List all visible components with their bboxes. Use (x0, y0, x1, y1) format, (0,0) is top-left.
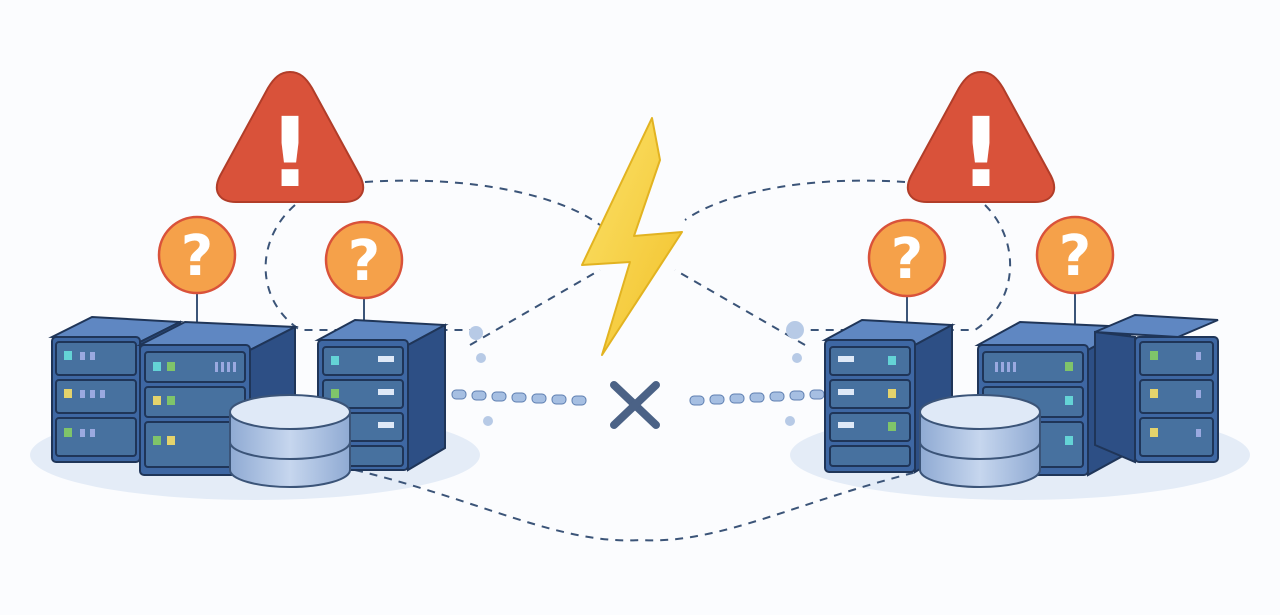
broken-link-chain (451, 389, 825, 406)
left-question-bubble-1: ? (157, 215, 237, 295)
warning-glyph: ! (959, 97, 1003, 209)
lightning-bolt-icon (581, 117, 683, 356)
warning-glyph: ! (268, 97, 312, 209)
right-server-rack-3 (1094, 313, 1219, 464)
link-dots (469, 321, 804, 426)
dashed-links (264, 179, 1012, 542)
right-question-bubble-1: ? (867, 218, 947, 298)
right-cluster: ! ? ? (821, 70, 1219, 488)
left-warning-triangle-icon: ! (215, 70, 365, 209)
left-loop (264, 204, 470, 331)
left-cluster: ! ? ? (48, 70, 449, 488)
diag-left-up (469, 269, 601, 346)
right-database-disk-icon (919, 394, 1041, 488)
question-mark-icon: ? (891, 227, 923, 292)
left-rack-2-leds (153, 362, 236, 445)
question-mark-icon: ? (181, 224, 213, 289)
right-rack-3-leds (1150, 351, 1201, 437)
left-server-rack-3 (314, 318, 449, 472)
left-question-bubble-2: ? (324, 220, 404, 300)
diag-right-up (674, 269, 806, 346)
right-question-bubble-2: ? (1035, 215, 1115, 295)
top-arc-left (364, 179, 601, 226)
bottom-arc (354, 469, 926, 542)
cross-icon (610, 381, 660, 429)
left-rack-1-leds (64, 351, 105, 437)
right-rack-1-leds (838, 356, 896, 431)
right-loop (805, 204, 1012, 331)
right-warning-triangle-icon: ! (906, 70, 1056, 209)
question-mark-icon: ? (348, 229, 380, 294)
left-database-disk-icon (229, 394, 351, 488)
right-rack-2-leds (995, 362, 1073, 445)
question-mark-icon: ? (1059, 224, 1091, 289)
top-arc-right (684, 179, 906, 221)
